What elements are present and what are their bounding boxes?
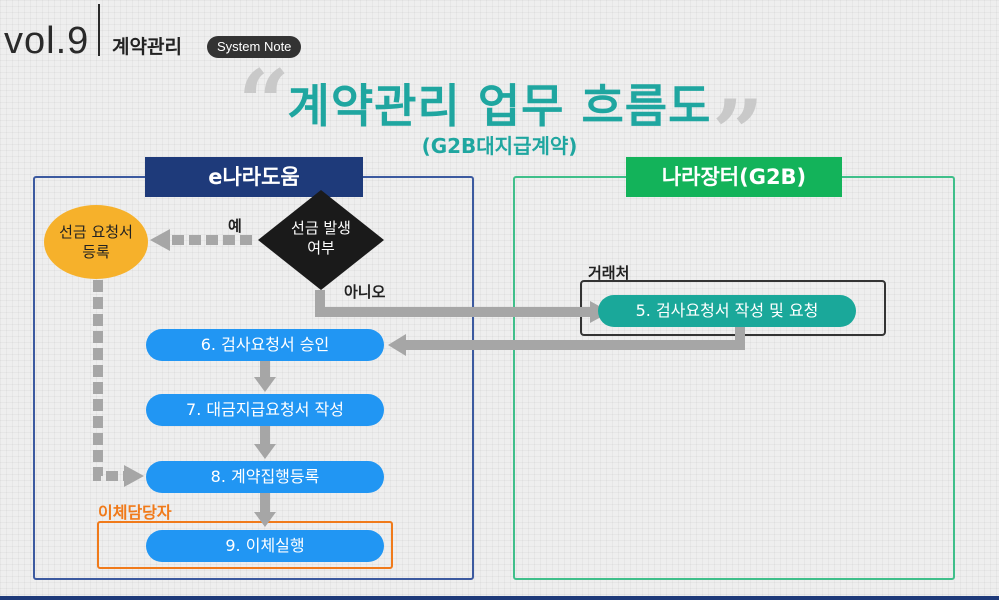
step5-inspection-request-node: 5. 검사요청서 작성 및 요청 xyxy=(598,295,856,327)
decision-line1: 선금 발생 xyxy=(291,219,351,237)
yes-label: 예 xyxy=(228,217,242,235)
g2b-tab: 나라장터(G2B) xyxy=(626,157,842,197)
arrow-step7-to-step8-head xyxy=(254,444,276,459)
arrow-step5-to-step6 xyxy=(406,326,745,350)
category-label: 계약관리 xyxy=(112,36,182,58)
decision-label: 선금 발생 여부 xyxy=(258,218,384,259)
transfer-owner-box xyxy=(97,521,393,569)
advance-register-line2: 등록 xyxy=(82,243,110,261)
no-label: 아니오 xyxy=(344,283,386,301)
open-quote-icon: “ xyxy=(238,50,290,156)
advance-decision-diamond xyxy=(258,190,384,290)
advance-register-line1: 선금 요청서 xyxy=(59,222,133,241)
transfer-owner-label: 이체담당자 xyxy=(98,503,172,522)
page-subtitle: (G2B대지급계약) xyxy=(421,134,578,158)
arrow-step6-to-step7-head xyxy=(254,377,276,392)
bottom-rule xyxy=(0,596,999,600)
decision-line2: 여부 xyxy=(307,239,335,258)
arrow-yes-head xyxy=(150,229,170,251)
arrow-advance-to-step8-head xyxy=(124,465,144,487)
arrow-advance-to-step8 xyxy=(93,280,124,481)
enaradoum-tab: e나라도움 xyxy=(145,157,363,197)
header-divider xyxy=(98,4,100,56)
step7-payment-request-node: 7. 대금지급요청서 작성 xyxy=(146,394,384,426)
arrow-step5-to-step6-head xyxy=(388,334,406,356)
page-title: 계약관리 업무 흐름도 xyxy=(287,79,712,133)
system-note-badge: System Note xyxy=(207,36,302,58)
client-label: 거래처 xyxy=(588,264,630,282)
step8-contract-execution-node: 8. 계약집행등록 xyxy=(146,461,384,493)
arrow-step8-to-step9-head xyxy=(254,512,276,527)
advance-request-register-node: 선금 요청서 등록 xyxy=(44,205,148,279)
volume-label: vol.9 xyxy=(4,20,90,62)
step6-inspection-approval-node: 6. 검사요청서 승인 xyxy=(146,329,384,361)
arrow-no xyxy=(315,290,590,317)
step9-transfer-execution-node: 9. 이체실행 xyxy=(146,530,384,562)
